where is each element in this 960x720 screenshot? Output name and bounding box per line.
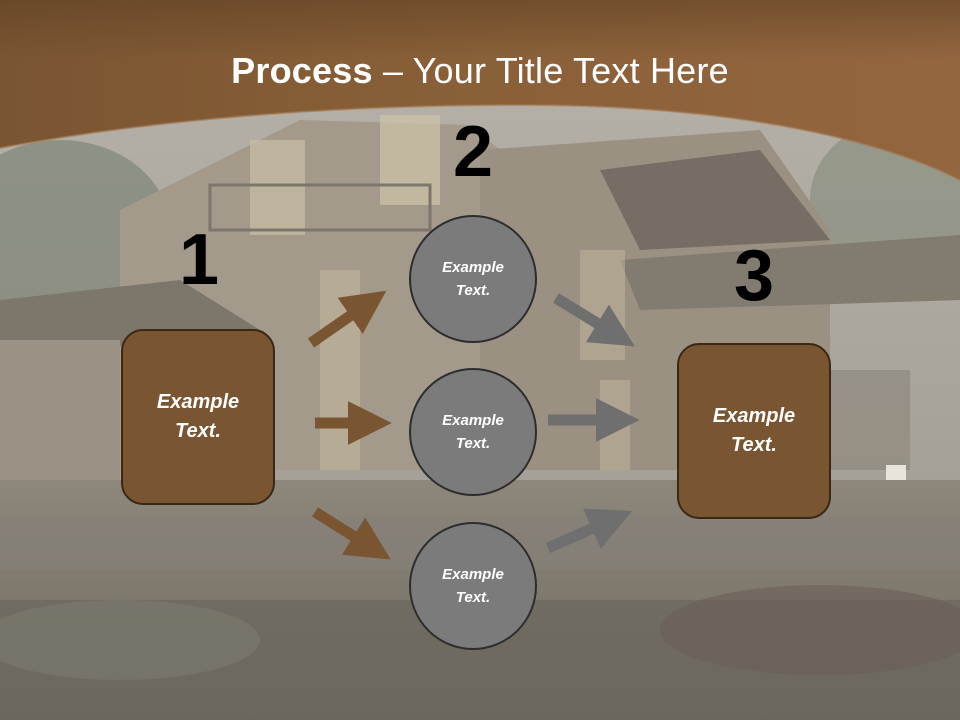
bottom-circle-text: Example Text. bbox=[442, 566, 504, 606]
left-box-text: Example Text. bbox=[156, 391, 240, 442]
arrow-from-top-circle bbox=[553, 293, 635, 347]
step-number-1: 1 bbox=[178, 220, 220, 300]
step-number-3: 3 bbox=[733, 236, 775, 316]
slide-title: Process – Your Title Text Here bbox=[0, 50, 960, 92]
left-process-box: Example Text. bbox=[121, 329, 275, 505]
bottom-circle: Example Text. bbox=[409, 522, 537, 650]
title-regular-part: – Your Title Text Here bbox=[372, 50, 729, 91]
top-circle: Example Text. bbox=[409, 215, 537, 343]
top-circle-text: Example Text. bbox=[442, 259, 504, 299]
middle-circle-text: Example Text. bbox=[442, 412, 504, 452]
arrow-to-top-circle bbox=[307, 290, 387, 348]
right-box-text: Example Text. bbox=[712, 405, 796, 456]
arrow-from-bottom-circle bbox=[545, 508, 633, 554]
right-process-box: Example Text. bbox=[677, 343, 831, 519]
middle-circle: Example Text. bbox=[409, 368, 537, 496]
step-number-2: 2 bbox=[452, 112, 494, 192]
arrow-to-bottom-circle bbox=[312, 507, 391, 560]
title-bold-part: Process bbox=[231, 50, 373, 91]
